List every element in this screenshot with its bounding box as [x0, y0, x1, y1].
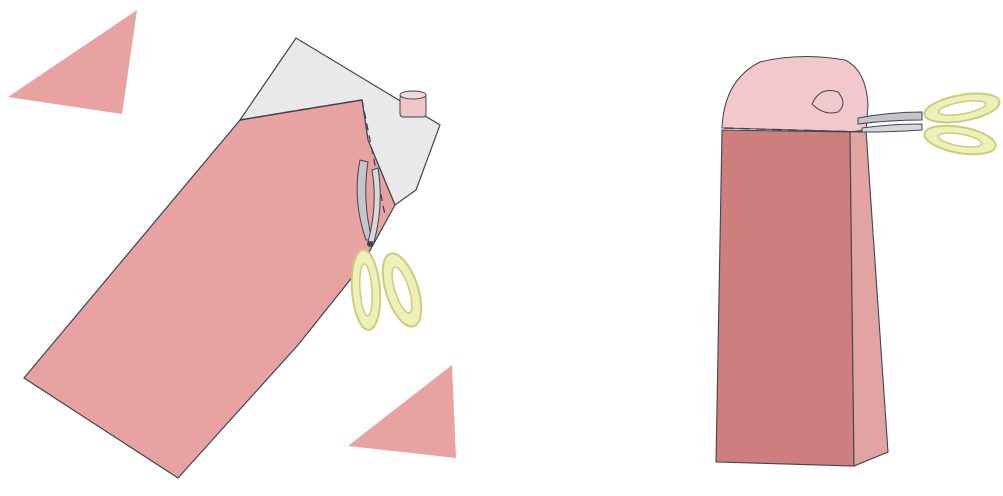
scissors-icon — [858, 89, 1002, 159]
paper-scrap-triangle — [8, 10, 137, 114]
paper-scrap-triangle — [348, 365, 456, 458]
left-step — [8, 10, 456, 478]
pink-paper-sheet — [24, 100, 395, 478]
paper-roll-icon — [400, 91, 426, 117]
box-top-scrunched — [722, 56, 868, 132]
box-front — [716, 130, 854, 466]
right-step — [716, 56, 1002, 466]
box-side — [850, 130, 888, 466]
